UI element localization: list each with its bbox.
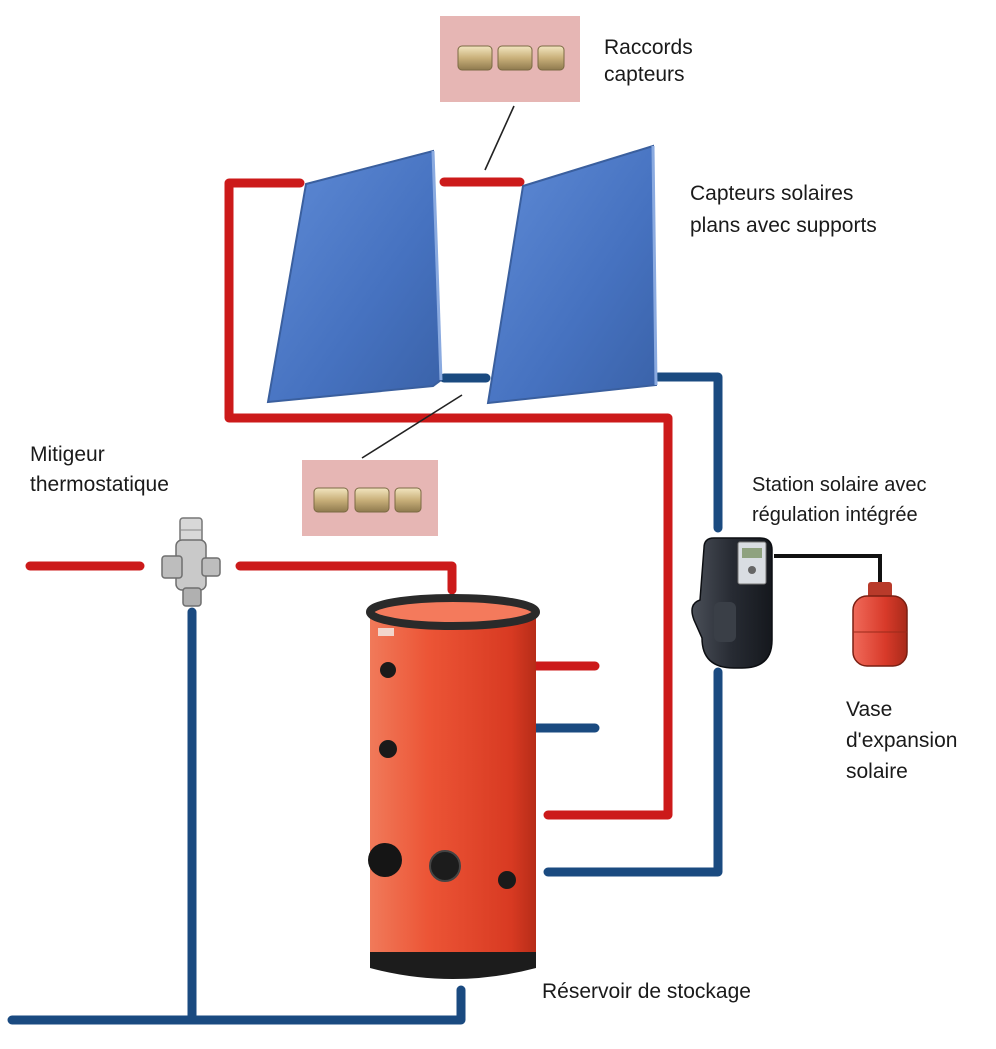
label-station-line1: Station solaire avec bbox=[752, 474, 927, 496]
pipe-collector-to-station bbox=[653, 372, 723, 533]
pipe-hot-to-tank bbox=[235, 561, 457, 595]
pointer-line-bottom-fittings bbox=[361, 394, 463, 459]
solar-panel-left-edge bbox=[431, 150, 443, 381]
label-reservoir-line1: Réservoir de stockage bbox=[542, 980, 751, 1003]
solar-panel-icon bbox=[266, 144, 658, 405]
fittings-bottom-parts bbox=[313, 487, 422, 513]
label-vase-line2: d'expansion bbox=[846, 729, 958, 752]
label-mitigeur: Mitigeur thermostatique bbox=[30, 440, 169, 500]
storage-tank-icon bbox=[366, 594, 540, 979]
label-capteurs-line2: plans avec supports bbox=[690, 214, 877, 237]
label-raccords-line2: capteurs bbox=[604, 63, 685, 86]
tank-port-2 bbox=[379, 740, 397, 758]
label-station-solaire: Station solaire avec régulation intégrée bbox=[752, 470, 927, 530]
solar-station-icon bbox=[691, 537, 773, 669]
pipe-station-to-tank bbox=[543, 667, 723, 877]
label-vase-line3: solaire bbox=[846, 760, 908, 783]
label-capteurs-line1: Capteurs solaires bbox=[690, 182, 854, 205]
tank-port-4 bbox=[498, 871, 516, 889]
hot-pipes bbox=[25, 177, 673, 820]
pipe-expansion-line bbox=[774, 554, 882, 582]
label-capteurs-solaires: Capteurs solaires plans avec supports bbox=[690, 178, 877, 242]
label-mitigeur-line2: thermostatique bbox=[30, 473, 169, 496]
cold-pipes bbox=[7, 372, 723, 1025]
label-vase-line1: Vase bbox=[846, 698, 893, 721]
expansion-vessel-icon bbox=[852, 582, 908, 667]
thermostatic-mixer-icon bbox=[161, 517, 221, 607]
pipe-collector-left-loop bbox=[224, 178, 673, 820]
label-raccords-capteurs: Raccords capteurs bbox=[604, 34, 693, 88]
label-vase-expansion: Vase d'expansion solaire bbox=[846, 694, 957, 787]
solar-panel-right-edge bbox=[651, 145, 658, 386]
solar-panel-left bbox=[266, 149, 443, 404]
label-mitigeur-line1: Mitigeur bbox=[30, 443, 105, 466]
label-raccords-line1: Raccords bbox=[604, 36, 693, 59]
pipe-fitting-icon bbox=[302, 16, 580, 536]
tank-port-3 bbox=[429, 850, 461, 882]
tank-port-1 bbox=[380, 662, 396, 678]
label-station-line2: régulation intégrée bbox=[752, 504, 918, 526]
pointer-line-top-fittings bbox=[484, 105, 515, 171]
label-reservoir: Réservoir de stockage bbox=[542, 978, 751, 1005]
fittings-top-parts bbox=[457, 45, 565, 71]
tank-flange bbox=[368, 843, 402, 877]
pipe-main-cold-bottom bbox=[7, 985, 466, 1025]
